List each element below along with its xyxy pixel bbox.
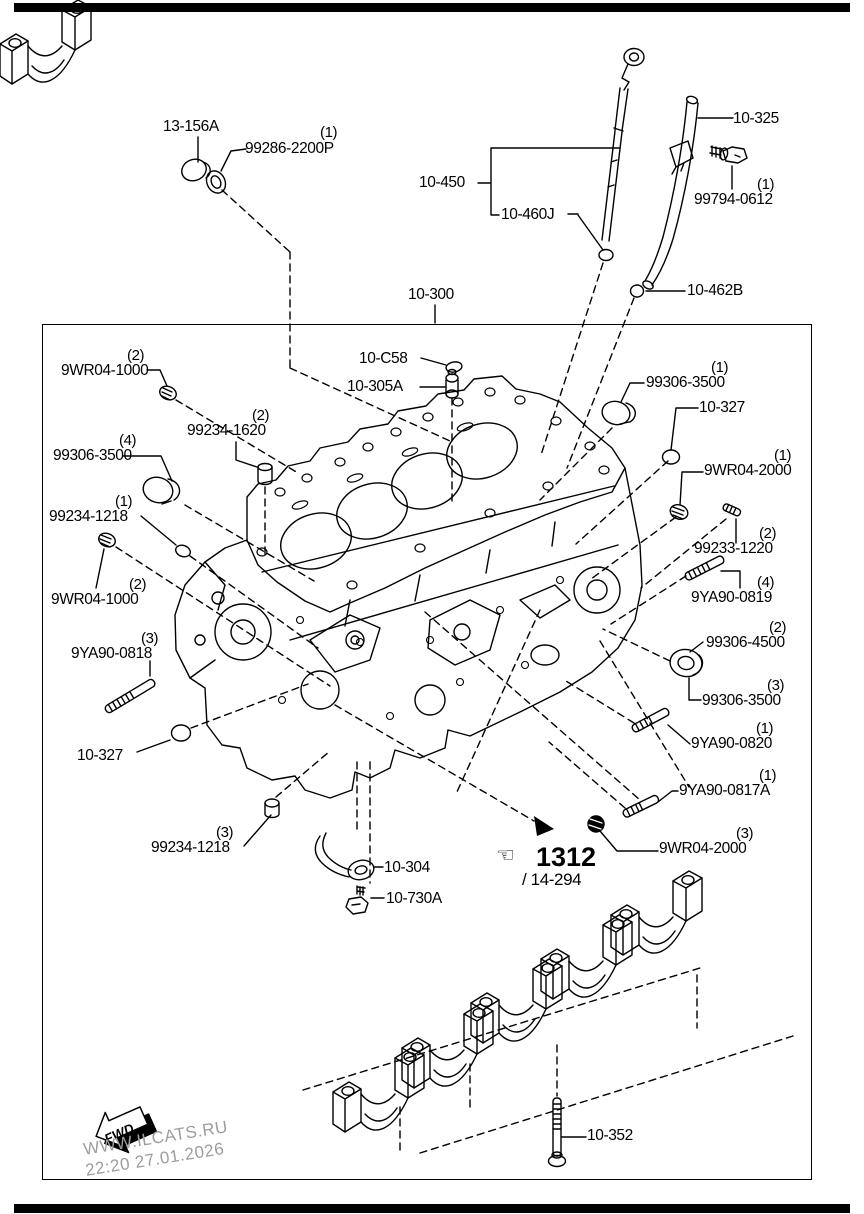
cylinder-block xyxy=(174,375,643,799)
callout-qty: (1) xyxy=(711,359,729,376)
callout-9ya90-0817a: 9YA90-0817A xyxy=(679,782,770,799)
callout-10-304: 10-304 xyxy=(384,859,430,876)
callout-qty: (3) xyxy=(216,824,234,841)
callout-99306-3500-r1: 99306-3500 xyxy=(646,374,725,391)
callout-99794-0612: 99794-0612 xyxy=(694,191,773,208)
callout-99234-1218-a: 99234-1218 xyxy=(49,508,128,525)
callout-99233-1220: 99233-1220 xyxy=(694,540,773,557)
right-column-parts xyxy=(587,382,742,852)
projection-lines xyxy=(115,189,794,1154)
callout-99286-2200p: 99286-2200P xyxy=(245,140,334,157)
callout-99306-3500-l: 99306-3500 xyxy=(53,447,132,464)
callout-qty: (2) xyxy=(129,576,147,593)
callout-10-327-r: 10-327 xyxy=(699,399,745,416)
callout-10-c58: 10-C58 xyxy=(359,350,408,367)
callout-qty: (2) xyxy=(769,619,787,636)
main-bearing-caps xyxy=(0,0,703,1089)
callout-qty: (1) xyxy=(759,767,777,784)
callout-99306-3500-r2: 99306-3500 xyxy=(702,692,781,709)
callout-10-462b: 10-462B xyxy=(687,282,743,299)
callout-qty: (4) xyxy=(757,574,775,591)
callout-10-305a: 10-305A xyxy=(347,378,403,395)
bottom-border-bar xyxy=(14,1204,850,1213)
callout-9ya90-0820: 9YA90-0820 xyxy=(691,735,773,752)
callout-qty: (1) xyxy=(320,124,338,141)
direction-arrowhead xyxy=(534,816,554,836)
callout-9ya90-0818: 9YA90-0818 xyxy=(71,645,153,662)
oil-level-gauge-pipe xyxy=(629,95,699,298)
bearing-cap-stud xyxy=(547,1097,587,1168)
pointing-hand-icon: ☜ xyxy=(496,844,515,867)
callout-9ya90-0819: 9YA90-0819 xyxy=(691,589,773,606)
callout-10-327-l: 10-327 xyxy=(77,747,123,764)
callout-10-352: 10-352 xyxy=(587,1127,633,1144)
left-column-parts xyxy=(95,369,280,847)
callout-qty: (3) xyxy=(736,825,754,842)
callout-qty: (3) xyxy=(767,677,785,694)
callout-13-156a: 13-156A xyxy=(163,118,219,135)
callout-1312: 1312 xyxy=(536,842,597,872)
callout-qty: (2) xyxy=(252,407,270,424)
fwd-arrow-icon xyxy=(95,1106,158,1154)
callout-qty: (2) xyxy=(127,347,145,364)
callout-qty: (1) xyxy=(115,493,133,510)
callout-10-730a: 10-730A xyxy=(386,890,442,907)
top-leader-lines xyxy=(434,117,734,324)
callout-qty: (3) xyxy=(141,630,159,647)
diagram-frame-box xyxy=(42,324,812,1180)
callout-10-300: 10-300 xyxy=(408,286,454,303)
callout-qty: (4) xyxy=(119,432,137,449)
callout-9wr04-2000-b: 9WR04-2000 xyxy=(659,840,747,857)
filler-cap-and-seal xyxy=(181,136,247,194)
callout-99306-4500: 99306-4500 xyxy=(706,634,785,651)
callout-10-460j: 10-460J xyxy=(501,206,555,223)
callout-qty: (1) xyxy=(756,720,774,737)
center-parts xyxy=(314,357,463,915)
callout-10-325: 10-325 xyxy=(733,110,779,127)
callout-qty: (1) xyxy=(774,447,792,464)
pipe-bolt xyxy=(709,145,748,190)
callout-10-450: 10-450 xyxy=(419,174,465,191)
callout-9wr04-2000-a: 9WR04-2000 xyxy=(704,462,792,479)
callout-14-294: / 14-294 xyxy=(522,870,582,889)
top-border-bar xyxy=(14,3,850,12)
callout-9wr04-1000-b: 9WR04-1000 xyxy=(51,591,139,608)
oil-dipstick xyxy=(598,47,645,262)
callout-99234-1218-b: 99234-1218 xyxy=(151,839,230,856)
callout-qty: (1) xyxy=(757,176,775,193)
callout-99234-1620: 99234-1620 xyxy=(187,422,266,439)
callout-qty: (2) xyxy=(759,525,777,542)
callout-9wr04-1000-a: 9WR04-1000 xyxy=(61,362,149,379)
